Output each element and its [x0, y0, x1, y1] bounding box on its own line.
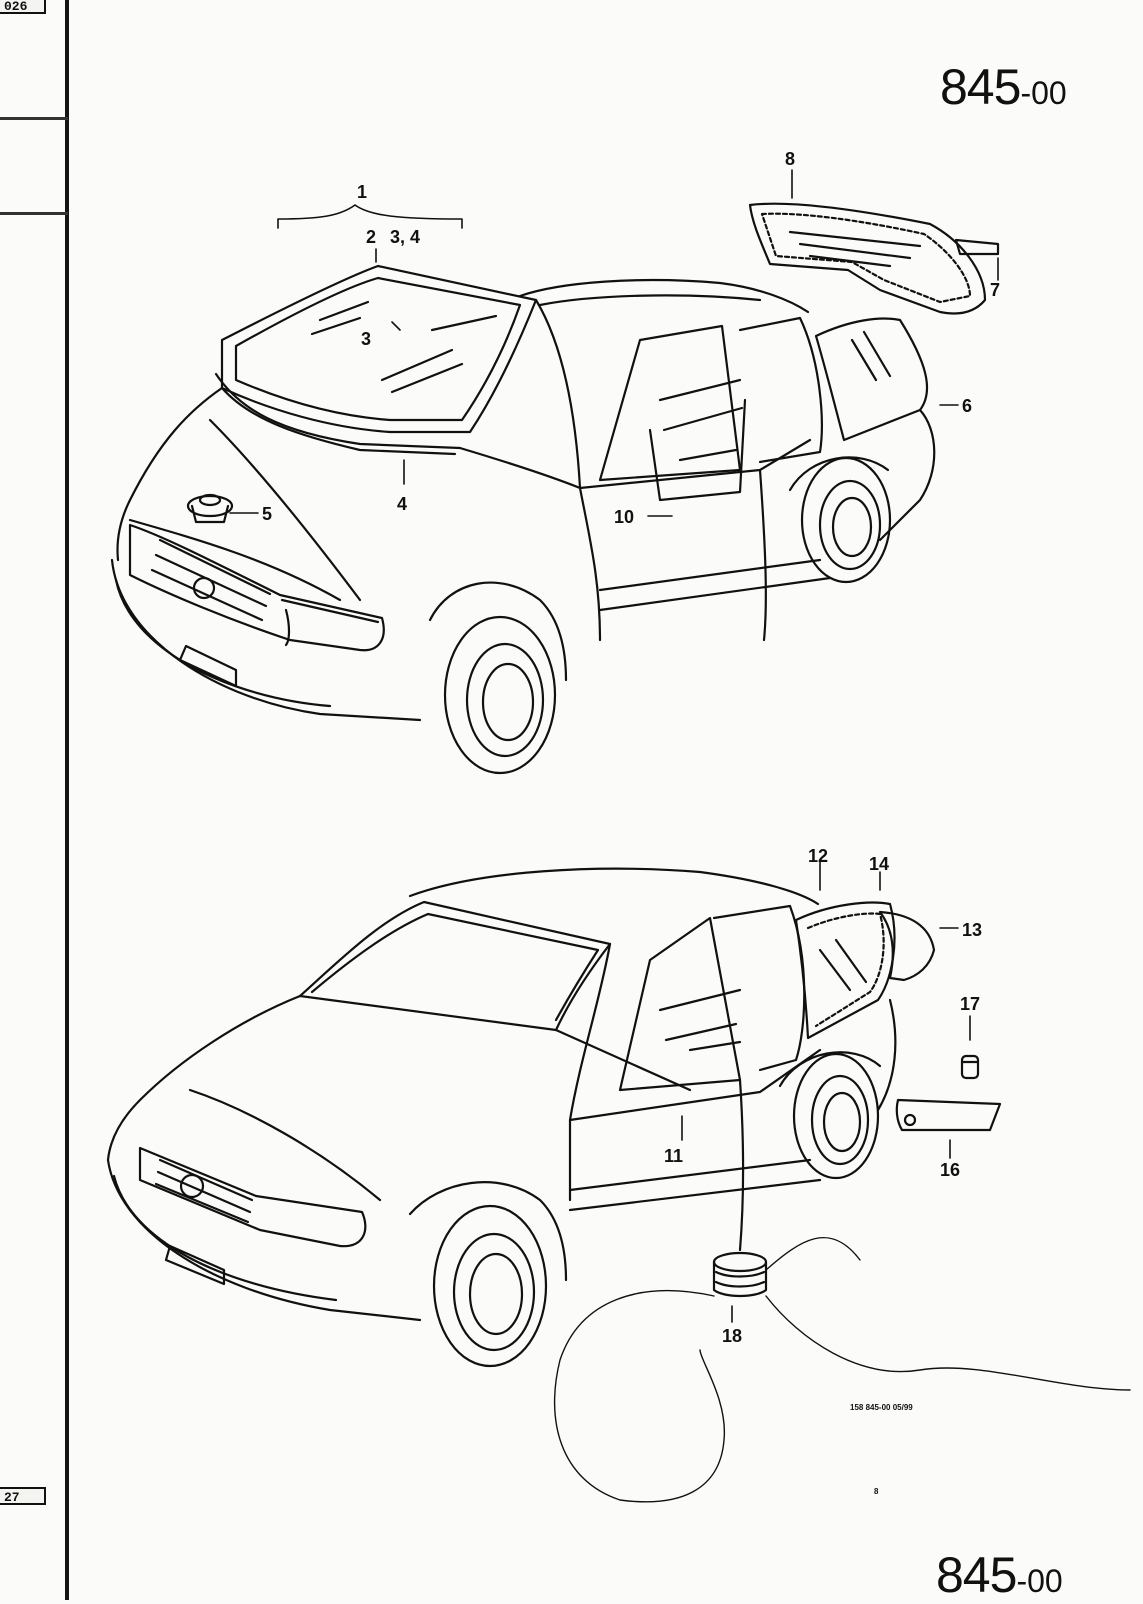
car-bottom-drawing [106, 867, 1131, 1503]
callout-10: 10 [614, 507, 634, 527]
car-top-drawing [110, 264, 936, 775]
callout-3-4-group: 3, 4 [390, 227, 420, 247]
stray-mark: 8 [874, 1487, 879, 1496]
callout-17: 17 [960, 994, 980, 1014]
page-number-suffix: -00 [1020, 75, 1067, 111]
page-number-bottom: 845-00 [936, 1546, 1063, 1604]
callout-18: 18 [722, 1326, 742, 1346]
callout-6: 6 [962, 396, 972, 416]
callout-3: 3 [361, 329, 371, 349]
callouts-bottom: 11 12 13 14 16 17 18 [664, 846, 982, 1346]
callouts-top: 1 2 3, 4 3 4 5 6 7 8 10 [262, 149, 1000, 527]
callout-4: 4 [397, 494, 407, 514]
callout-16: 16 [940, 1160, 960, 1180]
page-number-suffix: -00 [1016, 1563, 1063, 1599]
leader-lines [229, 169, 999, 1323]
tab-top: 026 [0, 0, 46, 14]
callout-14: 14 [869, 854, 889, 874]
callout-2: 2 [366, 227, 376, 247]
tab-bottom: 27 [0, 1487, 46, 1505]
callout-7: 7 [990, 280, 1000, 300]
callout-5: 5 [262, 504, 272, 524]
margin-rule [0, 117, 68, 120]
page-number-main: 845 [936, 1547, 1017, 1603]
page-number-main: 845 [940, 59, 1021, 115]
callout-11: 11 [664, 1146, 683, 1166]
page-number-top: 845-00 [940, 58, 1067, 116]
binder-edge [65, 0, 69, 1600]
margin-rule [0, 212, 68, 215]
callout-8: 8 [785, 149, 795, 169]
callout-13: 13 [962, 920, 982, 940]
callout-1: 1 [357, 182, 367, 202]
rear-window-part [748, 202, 1000, 315]
callout-12: 12 [808, 846, 828, 866]
reference-code: 158 845-00 05/99 [850, 1403, 913, 1412]
